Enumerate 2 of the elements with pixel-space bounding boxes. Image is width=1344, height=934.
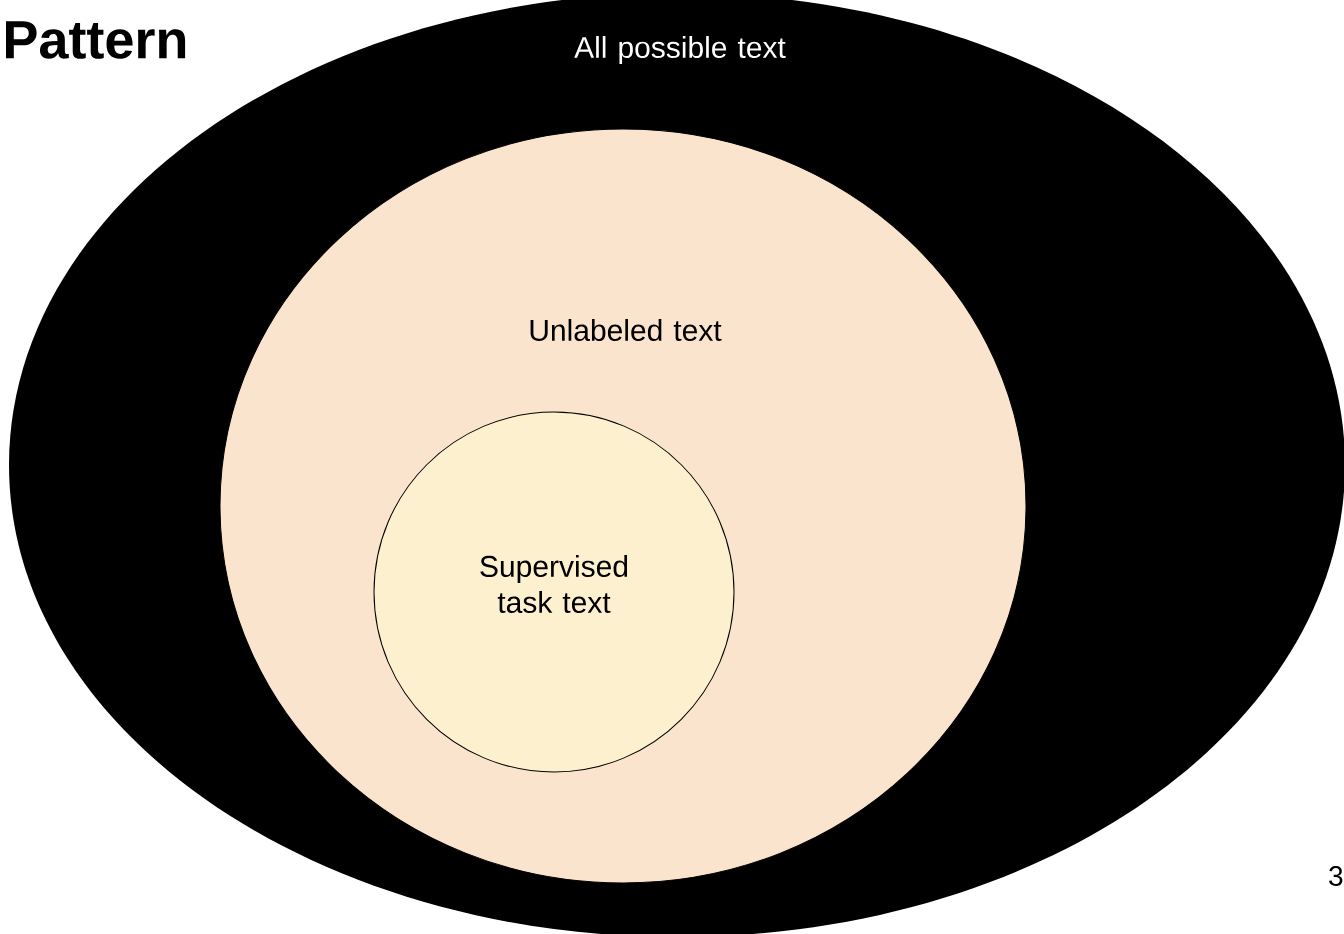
page-number: 3 [1329,866,1343,886]
slide-title: Pattern [6,21,186,59]
